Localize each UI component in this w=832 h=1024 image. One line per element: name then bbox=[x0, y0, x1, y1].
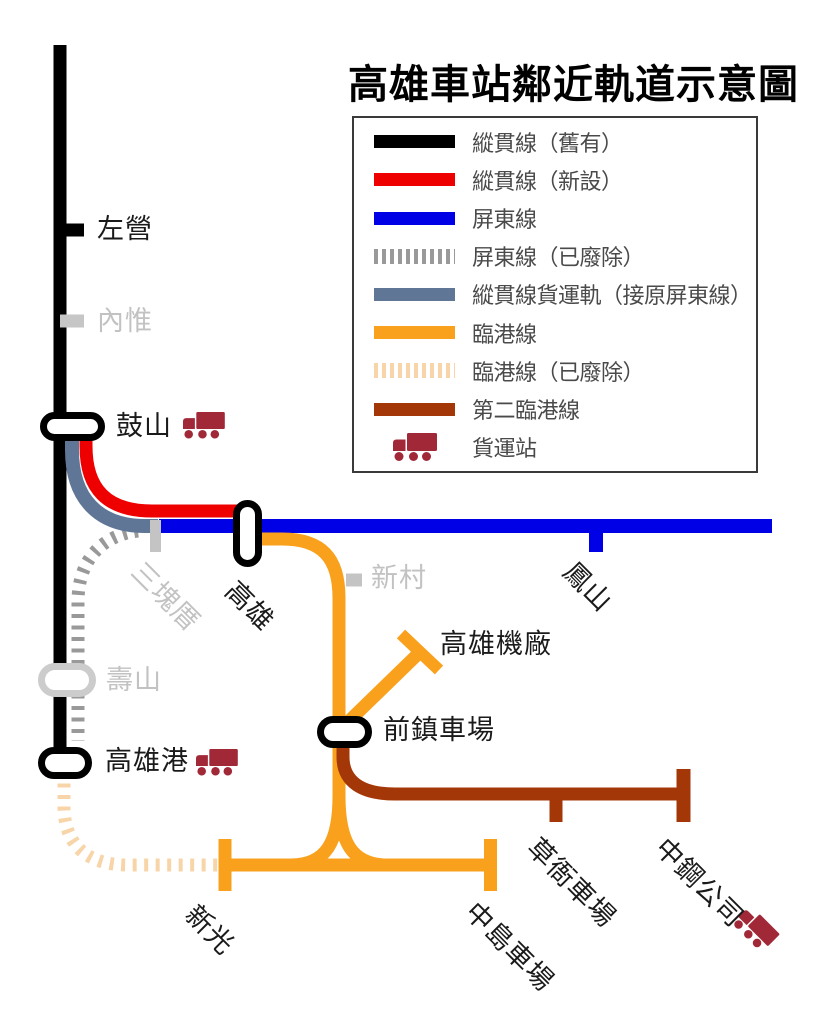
station-label-zuoying: 左營 bbox=[97, 214, 153, 244]
station-oval-gushan bbox=[40, 412, 105, 441]
legend-label: 屏東線 bbox=[472, 207, 537, 233]
station-label-xincun: 新村 bbox=[371, 563, 427, 593]
station-oval-kaohsiungport bbox=[38, 747, 92, 779]
station-label-works: 高雄機廠 bbox=[440, 629, 552, 659]
station-label-kaohsiungport: 高雄港 bbox=[105, 746, 189, 776]
station-label-neiwei: 內惟 bbox=[97, 306, 153, 336]
truck-icon-kaohsiungport bbox=[196, 748, 238, 776]
swatch-second-harbor bbox=[374, 402, 455, 416]
line-harbor-abandoned bbox=[57, 772, 219, 872]
legend-row-second-harbor: 第二臨港線 bbox=[354, 391, 756, 428]
legend-row-trunk-new: 縱貫線（新設） bbox=[354, 161, 756, 198]
line-harbor-fork-right bbox=[332, 795, 388, 872]
legend-label: 屏東線（已廢除） bbox=[472, 245, 645, 271]
truck-icon-legend bbox=[374, 432, 455, 462]
page-title: 高雄車站鄰近軌道示意圖 bbox=[348, 63, 799, 107]
truck-icon-gushan bbox=[183, 411, 225, 439]
station-label-qianzhen: 前鎮車場 bbox=[383, 715, 495, 745]
legend-label: 縱貫線（新設） bbox=[472, 168, 623, 194]
legend-label: 第二臨港線 bbox=[472, 398, 580, 423]
line-second-harbor bbox=[336, 737, 683, 801]
legend-box: 縱貫線（舊有） 縱貫線（新設） 屏東線 屏東線（已廢除） 縱貫線貨運軌（接原屏東… bbox=[352, 116, 758, 473]
legend-label: 縱貫線貨運軌（接原屏東線） bbox=[472, 283, 752, 309]
swatch-trunk-old bbox=[374, 135, 455, 149]
line-trunk-new bbox=[79, 415, 240, 518]
legend-label: 貨運站 bbox=[472, 436, 537, 462]
legend-row-freight-track: 縱貫線貨運軌（接原屏東線） bbox=[354, 276, 756, 313]
line-pingtung-abandoned bbox=[71, 524, 140, 741]
swatch-pingtung-abandoned bbox=[374, 248, 455, 264]
swatch-pingtung bbox=[374, 211, 455, 225]
legend-label: 臨港線 bbox=[472, 321, 537, 347]
legend-row-pingtung-abandoned: 屏東線（已廢除） bbox=[354, 238, 756, 275]
line-harbor-fork-left bbox=[290, 795, 346, 872]
line-freight-track bbox=[65, 420, 158, 533]
station-label-gushan: 鼓山 bbox=[116, 411, 172, 441]
legend-row-harbor: 臨港線 bbox=[354, 314, 756, 351]
legend-row-freight-station: 貨運站 bbox=[354, 429, 756, 466]
line-works-branch bbox=[343, 647, 425, 727]
station-oval-shoushan bbox=[38, 663, 96, 697]
legend-row-pingtung: 屏東線 bbox=[354, 200, 756, 237]
swatch-harbor bbox=[374, 326, 455, 340]
legend-label: 臨港線（已廢除） bbox=[472, 359, 645, 385]
line-harbor-main bbox=[245, 532, 346, 814]
legend-row-harbor-abandoned: 臨港線（已廢除） bbox=[354, 352, 756, 389]
station-oval-kaohsiung bbox=[233, 500, 262, 567]
station-oval-qianzhen bbox=[317, 716, 372, 748]
terminal-works bbox=[396, 629, 444, 675]
swatch-harbor-abandoned bbox=[374, 363, 455, 379]
swatch-freight-track bbox=[374, 287, 455, 301]
swatch-trunk-new bbox=[374, 173, 455, 187]
legend-label: 縱貫線（舊有） bbox=[472, 130, 623, 156]
legend-row-trunk-old: 縱貫線（舊有） bbox=[354, 123, 756, 160]
station-label-shoushan: 壽山 bbox=[106, 665, 162, 695]
